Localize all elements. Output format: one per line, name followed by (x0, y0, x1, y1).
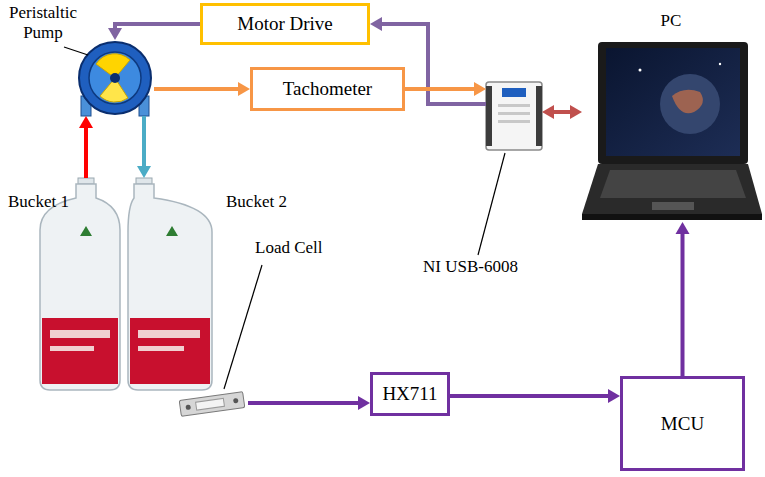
bucket-node: Bucket 1 (38, 178, 122, 390)
arrow-line (405, 87, 474, 91)
bucket-node: Bucket 2 (126, 178, 214, 390)
pump-node: Peristaltic Pump (76, 40, 154, 116)
arrow-line (450, 394, 608, 398)
arrow-line (115, 24, 200, 28)
arrow-head (79, 116, 93, 128)
part-label: PC (582, 11, 760, 31)
process-box: MCU (620, 376, 745, 471)
arrow-line (248, 401, 358, 405)
arrow-line (154, 87, 238, 91)
load-cell-picture (179, 392, 245, 417)
arrow-line (681, 234, 685, 376)
daq-node: NI USB-6008 (486, 82, 542, 150)
arrow-line (142, 116, 146, 166)
signal-arrow (79, 116, 93, 178)
leader-line (64, 47, 88, 55)
arrow-head (570, 105, 582, 119)
box-label: Tachometer (283, 78, 372, 100)
arrow-head (676, 222, 690, 234)
laptop-picture (582, 42, 762, 220)
pc-node: PC (582, 42, 760, 222)
arrow-head (137, 166, 151, 178)
arrow-head (238, 82, 250, 96)
signal-arrow (676, 222, 690, 376)
process-box: Motor Drive (200, 3, 370, 45)
arrow-line (84, 128, 88, 178)
arrow-head (108, 28, 122, 40)
signal-arrow (405, 82, 486, 96)
signal-arrow (248, 396, 370, 410)
part-label: Peristaltic Pump (3, 3, 83, 43)
signal-arrow (108, 24, 200, 40)
process-box: HX711 (370, 372, 450, 416)
leader-line (224, 265, 262, 389)
arrow-head (370, 17, 382, 31)
arrow-head (542, 105, 554, 119)
box-label: Motor Drive (237, 13, 333, 35)
arrow-line (554, 110, 570, 114)
box-label: HX711 (382, 383, 437, 405)
arrow-head (608, 389, 620, 403)
bucket-picture (128, 178, 212, 390)
signal-arrow (542, 105, 582, 119)
part-label: Load Cell (255, 238, 323, 258)
signal-arrow (137, 116, 151, 178)
arrow-head (474, 82, 486, 96)
leader-line (478, 153, 505, 255)
part-label: NI USB-6008 (423, 257, 518, 277)
process-box: Tachometer (250, 67, 405, 111)
signal-arrow (154, 82, 250, 96)
arrow-head (358, 396, 370, 410)
load-cell-node: Load Cell (176, 390, 248, 418)
box-label: MCU (661, 413, 704, 435)
signal-arrow (450, 389, 620, 403)
pump-picture (79, 42, 151, 116)
part-label: Bucket 1 (8, 192, 69, 212)
part-label: Bucket 2 (226, 192, 287, 212)
daq-picture (486, 82, 542, 150)
